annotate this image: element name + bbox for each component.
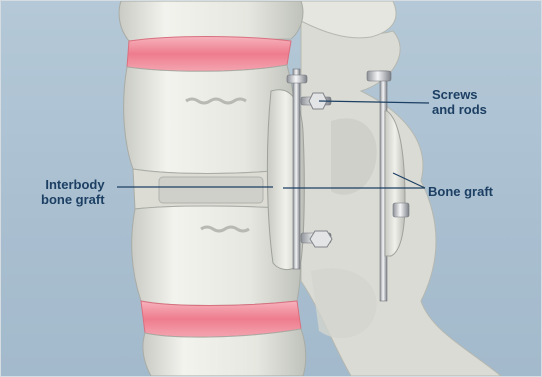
upper-disc — [127, 37, 291, 72]
label-bone-graft: Bone graft — [428, 184, 493, 199]
label-interbody-bone-graft: Interbody bone graft — [41, 177, 105, 207]
lower-disc — [141, 301, 301, 337]
label-screws-and-rods: Screws and rods — [432, 87, 487, 117]
